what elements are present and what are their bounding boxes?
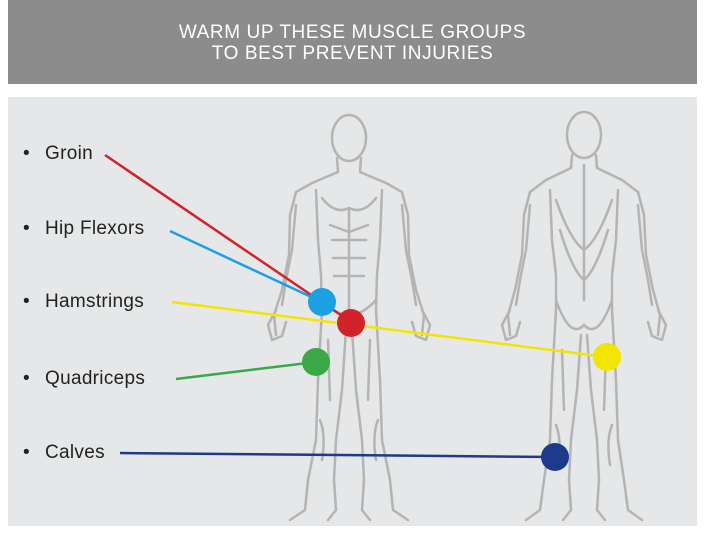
bullet-icon: • xyxy=(23,291,45,313)
label-groin: •Groin xyxy=(23,143,93,165)
hamstrings-connector-line xyxy=(172,302,607,357)
label-text: Hamstrings xyxy=(45,291,144,312)
label-hamstrings: •Hamstrings xyxy=(23,291,144,313)
bullet-icon: • xyxy=(23,368,45,390)
groin-marker xyxy=(337,309,365,337)
label-calves: •Calves xyxy=(23,442,105,464)
label-quadriceps: •Quadriceps xyxy=(23,368,145,390)
label-text: Hip Flexors xyxy=(45,218,144,239)
calves-marker xyxy=(541,443,569,471)
label-text: Quadriceps xyxy=(45,368,145,389)
back-body-figure xyxy=(502,112,666,520)
hip-flexors-marker xyxy=(308,288,336,316)
bullet-icon: • xyxy=(23,143,45,165)
label-hip-flexors: •Hip Flexors xyxy=(23,218,144,240)
label-text: Groin xyxy=(45,143,93,164)
bullet-icon: • xyxy=(23,218,45,240)
label-text: Calves xyxy=(45,442,105,463)
hamstrings-marker xyxy=(593,343,621,371)
bullet-icon: • xyxy=(23,442,45,464)
muscle-label-list: •Groin •Hip Flexors •Hamstrings •Quadric… xyxy=(8,97,208,526)
quadriceps-marker xyxy=(302,348,330,376)
